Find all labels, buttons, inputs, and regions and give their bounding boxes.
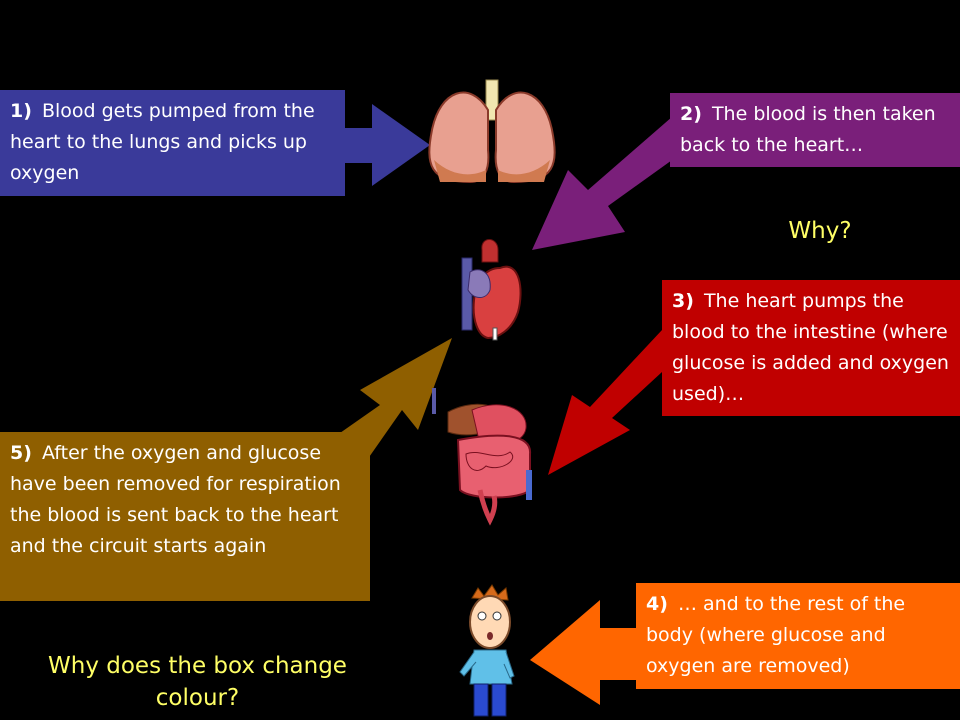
step-5-number: 5) — [10, 442, 32, 464]
step-2-box: 2) The blood is then taken back to the h… — [670, 93, 960, 167]
step-1-number: 1) — [10, 100, 32, 122]
step-2-number: 2) — [680, 103, 702, 125]
step-5-text: After the oxygen and glucose have been r… — [10, 442, 341, 557]
lungs-icon — [428, 79, 556, 184]
step-4-text: … and to the rest of the body (where glu… — [646, 593, 906, 677]
colour-change-question: Why does the box change colour? — [48, 653, 347, 711]
arrow-to-heart-from-lungs — [532, 110, 700, 250]
step-3-number: 3) — [672, 290, 694, 312]
step-4-number: 4) — [646, 593, 668, 615]
step-5-box: 5) After the oxygen and glucose have bee… — [0, 432, 370, 601]
step-2-text: The blood is then taken back to the hear… — [680, 103, 936, 156]
digestive-system-icon — [432, 388, 532, 526]
step-1-text: Blood gets pumped from the heart to the … — [10, 100, 315, 184]
boy-body-icon — [459, 584, 515, 717]
arrow-to-body — [530, 600, 636, 705]
step-3-box: 3) The heart pumps the blood to the inte… — [662, 280, 960, 416]
arrow-to-intestine — [548, 330, 662, 475]
step-1-box: 1) Blood gets pumped from the heart to t… — [0, 90, 345, 196]
arrow-to-lungs — [345, 104, 430, 186]
heart-icon — [461, 239, 522, 341]
why-question: Why? — [788, 218, 852, 244]
step-4-box: 4) … and to the rest of the body (where … — [636, 583, 960, 689]
step-3-text: The heart pumps the blood to the intesti… — [672, 290, 949, 405]
